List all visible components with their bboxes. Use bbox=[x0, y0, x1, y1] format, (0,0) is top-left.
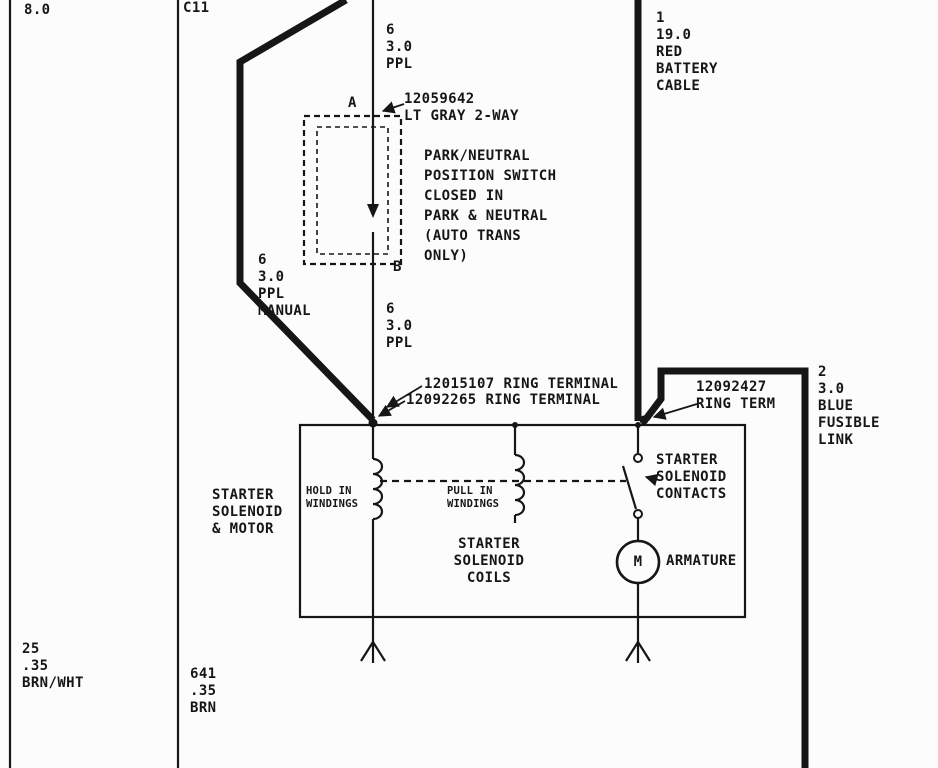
junction-dots bbox=[368, 415, 649, 428]
pin-b-label: B bbox=[393, 259, 402, 275]
motor-symbol-circle bbox=[615, 539, 661, 617]
motor-m-label: M bbox=[633, 554, 643, 570]
armature-label: ARMATURE bbox=[666, 553, 737, 569]
wire-ppl-path bbox=[367, 0, 379, 425]
ground-symbol-left bbox=[360, 617, 386, 663]
fusible-link-label: 2 3.0 BLUE FUSIBLE LINK bbox=[818, 364, 880, 448]
pin-a-label: A bbox=[348, 95, 357, 111]
solenoid-motor-box bbox=[298, 423, 747, 619]
solenoid-contacts-label: STARTER SOLENOID CONTACTS bbox=[656, 452, 727, 502]
connector-c11-label: C11 bbox=[183, 0, 210, 16]
ring-terminal-2-label: 12092265 RING TERMINAL bbox=[406, 392, 601, 408]
pull-in-windings-label: PULL IN WINDINGS bbox=[447, 485, 500, 510]
leader-arrows bbox=[377, 101, 698, 487]
ring-term-right-label: 12092427 RING TERM bbox=[696, 379, 776, 412]
wire-ppl-manual-label: 6 3.0 PPL MANUAL bbox=[258, 252, 311, 319]
wire1-gauge-label: 8.0 bbox=[24, 2, 51, 18]
park-neutral-switch-box bbox=[302, 114, 403, 266]
solenoid-motor-label: STARTER SOLENOID & MOTOR bbox=[212, 487, 283, 537]
hold-in-windings-label: HOLD IN WINDINGS bbox=[306, 485, 359, 510]
solenoid-coils-label: STARTER SOLENOID COILS bbox=[453, 536, 525, 586]
ground-symbol-right bbox=[625, 617, 651, 663]
switch-note-label: PARK/NEUTRAL POSITION SWITCH CLOSED IN P… bbox=[424, 148, 557, 264]
pull-in-winding-symbol bbox=[513, 425, 526, 523]
switch-connector-label: 12059642 LT GRAY 2-WAY bbox=[404, 91, 519, 124]
wire-brn-label: 641 .35 BRN bbox=[190, 666, 217, 716]
wire-brn-wht-label: 25 .35 BRN/WHT bbox=[22, 641, 84, 691]
wire-ppl-top-label: 6 3.0 PPL bbox=[386, 22, 413, 72]
ring-terminal-1-label: 12015107 RING TERMINAL bbox=[424, 376, 619, 392]
hold-in-winding-symbol bbox=[371, 425, 384, 617]
fusible-link-path bbox=[643, 367, 809, 768]
wire-ppl-manual-path bbox=[236, 0, 376, 423]
wire-ppl-below-label: 6 3.0 PPL bbox=[386, 301, 413, 351]
battery-cable-label: 1 19.0 RED BATTERY CABLE bbox=[656, 10, 718, 94]
solenoid-contacts-symbol bbox=[621, 425, 643, 541]
